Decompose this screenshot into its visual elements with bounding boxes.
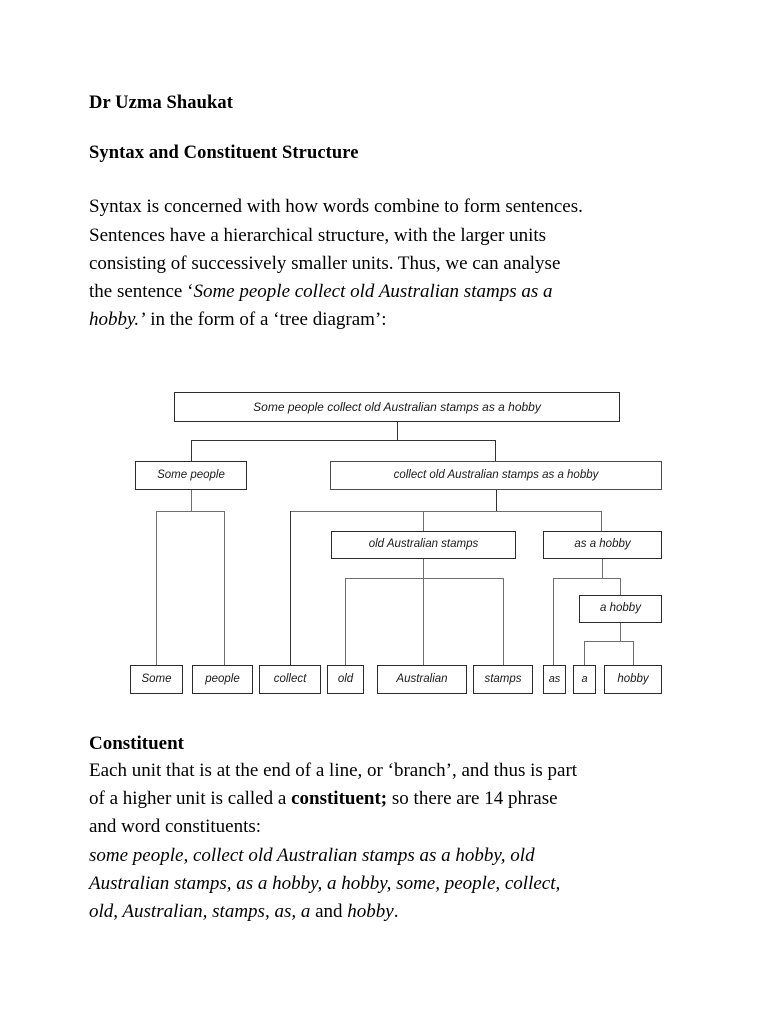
edge-pp-bar <box>553 578 620 580</box>
tree-node-a-hobby: a hobby <box>579 595 662 623</box>
constituent-list-period: . <box>393 901 399 923</box>
tree-leaf-some: Some <box>130 665 183 694</box>
document-content: Dr Uzma Shaukat Syntax and Constituent S… <box>89 92 689 922</box>
tree-node-vp: collect old Australian stamps as a hobby <box>330 461 662 490</box>
edge-pp-stem <box>602 559 604 578</box>
constituent-paragraph: Each unit that is at the end of a line, … <box>89 757 689 842</box>
constituent-list-line-1: some people, collect old Australian stam… <box>89 844 535 866</box>
edge-to-np-object <box>423 511 425 531</box>
constituent-line-2-prefix: of a higher unit is called a <box>89 788 292 810</box>
intro-line-3: consisting of successively smaller units… <box>89 252 561 274</box>
spacer-2 <box>89 165 689 193</box>
intro-line-5-suffix: in the form of a ‘tree diagram’: <box>145 309 387 331</box>
edge-to-leaf-old <box>345 578 347 665</box>
edge-to-leaf-a <box>584 641 586 665</box>
tree-leaf-people: people <box>192 665 253 694</box>
edge-to-leaf-as <box>553 578 555 665</box>
edge-to-leaf-some <box>156 511 158 665</box>
tree-leaf-stamps: stamps <box>473 665 533 694</box>
constituent-list-line-2: Australian stamps, as a hobby, a hobby, … <box>89 872 561 894</box>
tree-leaf-collect: collect <box>259 665 321 694</box>
edge-to-pp <box>601 511 603 531</box>
edge-to-leaf-hobby <box>633 641 635 665</box>
edge-level2-bar <box>191 440 496 442</box>
page-title: Syntax and Constituent Structure <box>89 142 359 163</box>
edge-np-object-stem <box>423 559 425 578</box>
constituent-list: some people, collect old Australian stam… <box>89 842 689 927</box>
intro-paragraph: Syntax is concerned with how words combi… <box>89 193 689 334</box>
intro-line-1: Syntax is concerned with how words combi… <box>89 196 583 218</box>
edge-to-np-hobby <box>620 578 622 595</box>
constituent-section: Constituent Each unit that is at the end… <box>89 731 689 926</box>
edge-to-some-people <box>191 440 193 461</box>
tree-leaf-a: a <box>573 665 596 694</box>
intro-line-2: Sentences have a hierarchical structure,… <box>89 224 547 246</box>
edge-to-vp <box>495 440 497 461</box>
constituent-heading: Constituent <box>89 733 185 754</box>
intro-line-4-prefix: the sentence ‘ <box>89 280 194 302</box>
tree-node-some-people: Some people <box>135 461 247 490</box>
tree-node-root: Some people collect old Australian stamp… <box>174 392 620 422</box>
spacer-1 <box>89 116 689 142</box>
constituent-line-2-suffix: so there are 14 phrase <box>387 788 558 810</box>
constituent-list-line-3b: hobby <box>347 901 394 923</box>
edge-np-hobby-stem <box>620 623 622 641</box>
edge-to-leaf-stamps <box>503 578 505 665</box>
constituent-term-bold: constituent; <box>291 788 388 810</box>
tree-leaf-as: as <box>543 665 566 694</box>
tree-leaf-old: old <box>327 665 364 694</box>
tree-leaf-australian: Australian <box>377 665 467 694</box>
constituent-line-3: and word constituents: <box>89 816 262 838</box>
intro-line-5-sentence: hobby.’ <box>89 309 146 331</box>
edge-root-stem <box>396 422 398 440</box>
edge-np-hobby-bar <box>584 641 633 643</box>
tree-leaf-hobby: hobby <box>604 665 662 694</box>
edge-some-people-stem <box>190 490 192 511</box>
edge-some-people-bar <box>156 511 225 513</box>
intro-line-4-sentence: Some people collect old Australian stamp… <box>193 280 553 302</box>
constituent-list-line-3a: old, Australian, stamps, as, a <box>89 901 311 923</box>
edge-vp-stem <box>495 490 497 511</box>
constituent-list-conjunction: and <box>310 901 348 923</box>
constituent-line-1: Each unit that is at the end of a line, … <box>89 760 578 781</box>
tree-node-old-australian-stamps: old Australian stamps <box>331 531 516 559</box>
tree-node-as-a-hobby: as a hobby <box>543 531 662 559</box>
edge-to-leaf-australian <box>423 578 425 665</box>
author-heading: Dr Uzma Shaukat <box>89 93 234 113</box>
constituent-tree-diagram: Some people collect old Australian stamp… <box>89 388 689 708</box>
edge-to-leaf-collect <box>290 511 292 665</box>
edge-vp-bar <box>290 511 602 513</box>
edge-to-leaf-people <box>224 511 226 665</box>
